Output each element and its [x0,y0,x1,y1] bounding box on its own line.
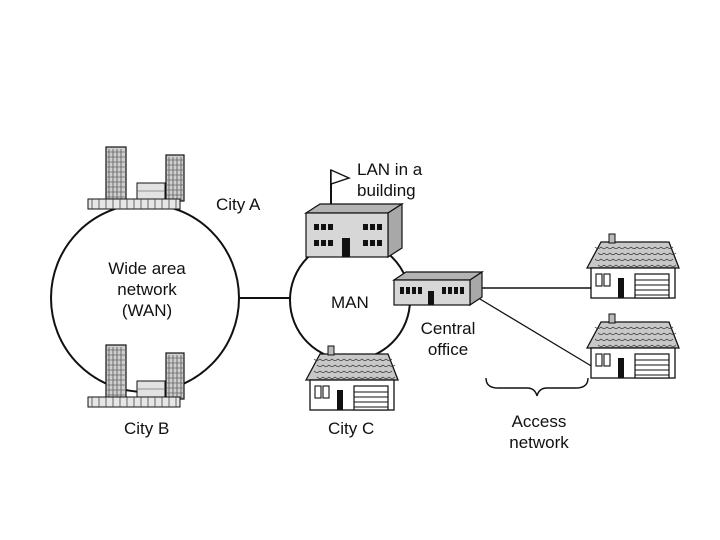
house-window [595,353,603,367]
city-a-label: City A [216,195,261,214]
roof-shingles [597,252,677,255]
window [454,287,458,294]
window [370,240,375,246]
house-upper [585,233,680,299]
house-window [595,273,603,287]
house-window [603,353,611,367]
window [328,240,333,246]
house-door [337,390,343,410]
house-door [618,358,624,378]
roof-shingles [316,376,396,379]
roof-shingles [594,338,674,341]
roof [304,353,399,381]
office-door [428,291,434,305]
window [363,224,368,230]
garage [634,353,670,379]
office-top [392,271,484,281]
city-b-label: City B [124,419,170,438]
chimney [327,345,335,356]
access-network-label: Access network [509,412,569,452]
building-windows [314,224,382,246]
central-office-building [392,270,484,307]
lan-label: LAN in a building [357,160,423,200]
city-b-skyline [87,344,185,408]
city-a-skyline [87,146,185,210]
window [363,240,368,246]
wan-label: Wide area network (WAN) [108,259,186,320]
window [400,287,404,294]
man-label: MAN [331,293,369,312]
building-door [342,238,350,257]
chimney [608,313,616,324]
window [377,224,382,230]
roof-shingles [597,332,677,335]
building-top [303,203,405,214]
window [328,224,333,230]
roof-shingles [594,258,674,261]
low-building [136,182,166,202]
window [314,240,319,246]
office-windows [400,287,464,294]
garage [634,273,670,299]
flag [330,168,351,185]
house-door [618,278,624,298]
lan-building [303,168,405,259]
window [314,224,319,230]
roof-shingles [313,358,393,361]
house-window [603,273,611,287]
window [448,287,452,294]
house-lower [585,313,680,379]
access-link-lower [469,292,594,368]
window [321,224,326,230]
city-c-label: City C [328,419,375,438]
low-building [136,380,166,400]
house-window [322,385,330,399]
window [412,287,416,294]
garage [353,385,389,411]
access-network-brace [485,377,589,397]
house-window [314,385,322,399]
roof-shingles [594,326,674,329]
window [370,224,375,230]
window [442,287,446,294]
building-side [387,202,403,259]
roof [585,321,680,349]
roof-shingles [313,370,393,373]
roof-shingles [597,264,677,267]
roof-shingles [597,344,677,347]
roof-shingles [594,246,674,249]
roof [585,241,680,269]
chimney [608,233,616,244]
window [406,287,410,294]
window [460,287,464,294]
roof-shingles [316,364,396,367]
window [418,287,422,294]
window [377,240,382,246]
window [321,240,326,246]
house-city-c [304,345,399,411]
central-office-label: Central office [420,319,476,359]
